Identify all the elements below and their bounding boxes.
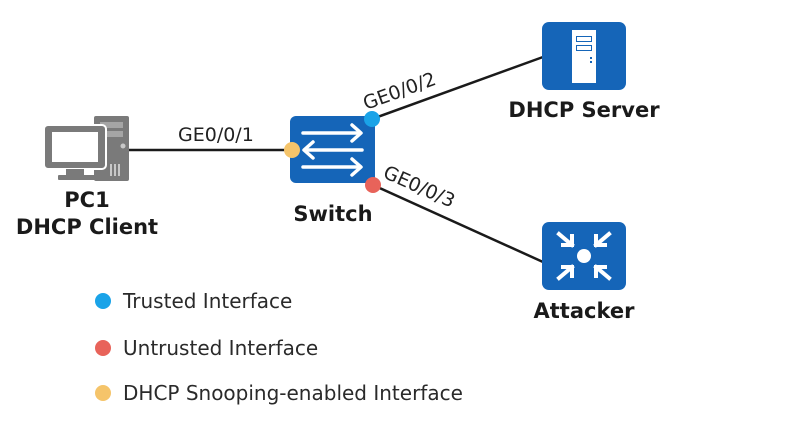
legend-label-untrusted: Untrusted Interface — [123, 336, 318, 360]
link-switch-server — [371, 55, 544, 121]
port-label-ge0-0-1: GE0/0/1 — [178, 124, 254, 146]
port-dot-snooping — [284, 142, 300, 158]
pc-name-label: PC1 — [64, 188, 109, 212]
port-dot-trusted — [364, 111, 380, 127]
server-name-label: DHCP Server — [508, 98, 660, 122]
link-switch-attacker — [372, 183, 544, 264]
switch-name-label: Switch — [293, 202, 372, 226]
desktop-pc-icon — [43, 116, 129, 181]
legend-dot-untrusted — [95, 340, 111, 356]
legend: Trusted Interface Untrusted Interface DH… — [95, 289, 463, 405]
legend-label-snooping: DHCP Snooping-enabled Interface — [123, 381, 463, 405]
switch-icon — [290, 116, 375, 183]
attacker-name-label: Attacker — [534, 299, 636, 323]
legend-label-trusted: Trusted Interface — [122, 289, 292, 313]
port-dot-untrusted — [365, 177, 381, 193]
legend-dot-trusted — [95, 293, 111, 309]
legend-dot-snooping — [95, 385, 111, 401]
pc-role-label: DHCP Client — [16, 215, 158, 239]
server-icon — [542, 22, 626, 90]
attacker-icon — [542, 222, 626, 290]
